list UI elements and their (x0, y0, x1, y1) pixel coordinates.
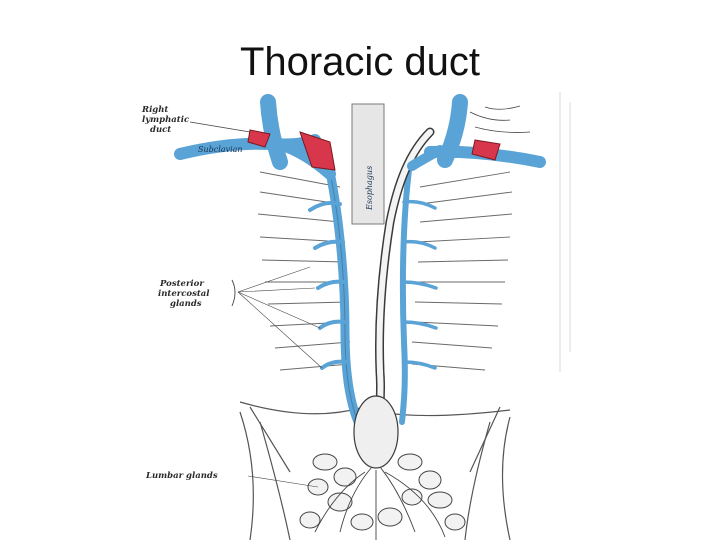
left-jugular-vein (260, 94, 288, 170)
slide-title: Thoracic duct (239, 40, 481, 84)
right-lymphatic-duct-label-line1: Right (141, 105, 168, 115)
lumbar-glands-label: Lumbar glands (145, 471, 319, 488)
right-vein-branches (401, 199, 438, 370)
subclavian-label: Subclavian (198, 145, 243, 154)
left-subclavian-artery (299, 131, 336, 171)
left-artery-stub (247, 129, 271, 148)
left-brachiocephalic-vein (274, 138, 336, 180)
thoracic-duct-illustration: Esophagus Sub (140, 92, 580, 540)
right-vein (399, 159, 413, 425)
lumbar-lymph-nodes (299, 453, 466, 531)
lumbar-glands-label-text: Lumbar glands (145, 471, 218, 481)
right-lymphatic-duct-label-line2: lymphatic (142, 115, 190, 125)
right-lymphatic-duct-label-line3: duct (150, 125, 171, 135)
right-subclavian-artery (471, 139, 501, 161)
lumbar-vessels (314, 466, 446, 540)
intercostal-vessels (257, 171, 513, 371)
right-lymphatic-duct-label: Right lymphatic duct (141, 105, 251, 135)
posterior-intercostal-label-line2: intercostal (158, 289, 210, 299)
right-neck-lymphatics (469, 105, 531, 133)
posterior-intercostal-glands-label: Posterior intercostal glands (158, 266, 323, 369)
posterior-intercostal-label-line1: Posterior (159, 279, 204, 289)
posterior-intercostal-label-line3: glands (170, 299, 202, 309)
anatomy-drawing: Esophagus Sub (141, 92, 571, 540)
esophagus-label: Esophagus (365, 166, 374, 211)
cisterna-chyli (353, 395, 399, 469)
esophagus (351, 103, 385, 225)
left-vein-branches (308, 200, 349, 370)
background-hatching (559, 92, 571, 372)
right-brachiocephalic-vein (407, 145, 445, 171)
